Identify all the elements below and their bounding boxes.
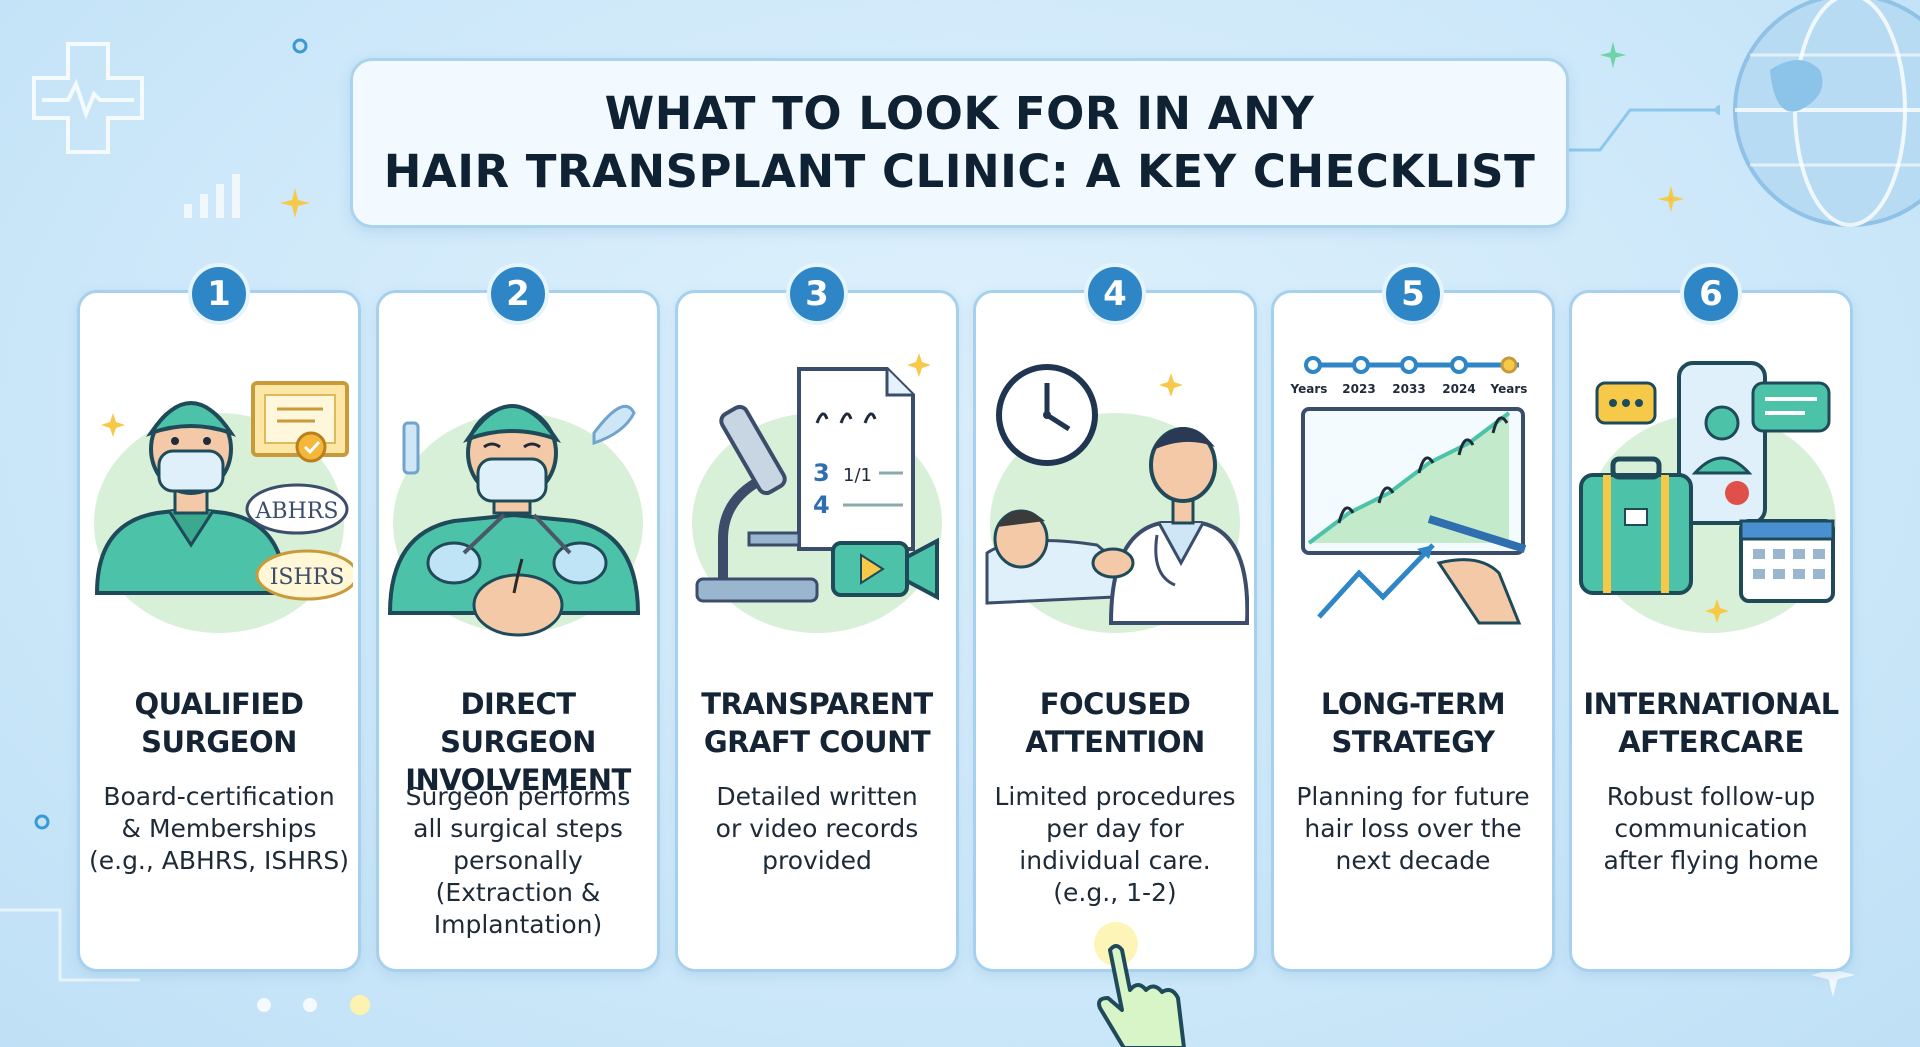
luggage-phone-icon [1579, 361, 1836, 633]
globe-icon [1733, 0, 1920, 227]
surgeon-operating-icon [387, 404, 643, 637]
sparkle-icon [1599, 41, 1627, 69]
card-description: Detailed written or video records provid… [715, 782, 919, 875]
badge-abhrs: ABHRS [255, 499, 339, 524]
signal-bars-icon [184, 174, 240, 218]
step-number-badge: 2 [487, 263, 549, 325]
step-number-badge: 4 [1084, 263, 1146, 325]
svg-text:Years: Years [1490, 382, 1528, 396]
ring-dot-decoration [292, 38, 308, 54]
checklist-card-direct-surgeon-involvement: 2 DIRECT SURGEON INVOLVEMENT Surgeon per… [376, 263, 660, 972]
card-description: Robust follow-up communication after fly… [1603, 782, 1819, 875]
checklist-card-transparent-graft-count: 3 3 4 1/1 TRANSPARENT GRAFT COUNT Detail… [675, 263, 959, 972]
checklist-card-focused-attention: 4 FOCUSED ATTENTION Limited procedures p… [973, 263, 1257, 972]
step-number-badge: 3 [786, 263, 848, 325]
checklist-card-qualified-surgeon: 1 ABHRS ISHRS QUALIFIED SURGEON Board-ce… [77, 263, 361, 972]
graft-ratio: 1/1 [843, 465, 872, 486]
card-title: QUALIFIED SURGEON [134, 687, 304, 759]
ring-dot-decoration [34, 814, 50, 830]
surgeon-certificate-icon: ABHRS ISHRS [94, 381, 353, 633]
svg-text:2024: 2024 [1442, 382, 1475, 396]
sparkle-icon [1810, 952, 1856, 998]
growth-chart-icon: Years 2023 2033 2024 Years [1290, 356, 1528, 625]
svg-text:Years: Years [1290, 382, 1328, 396]
circuit-lines-decoration [1560, 105, 1720, 152]
title-line-1: WHAT TO LOOK FOR IN ANY [604, 87, 1315, 140]
card-title: FOCUSED ATTENTION [1025, 687, 1205, 759]
doctor-patient-clock-icon [985, 364, 1249, 633]
title-banner: WHAT TO LOOK FOR IN ANY HAIR TRANSPLANT … [350, 58, 1569, 228]
step-number-badge: 6 [1680, 263, 1742, 325]
graft-number-4: 4 [813, 491, 830, 519]
card-title: LONG-TERM STRATEGY [1320, 687, 1506, 759]
card-title: DIRECT SURGEON INVOLVEMENT [405, 687, 631, 797]
card-title: INTERNATIONAL AFTERCARE [1583, 687, 1839, 759]
graft-number-3: 3 [813, 459, 830, 487]
card-description: Board-certification & Memberships (e.g.,… [88, 782, 349, 875]
microscope-document-icon: 3 4 1/1 [692, 353, 942, 633]
sparkle-icon [280, 188, 310, 218]
sparkle-icon [1657, 185, 1685, 213]
card-description: Limited procedures per day for individua… [994, 782, 1236, 907]
step-number-badge: 1 [188, 263, 250, 325]
card-description: Surgeon performs all surgical steps pers… [405, 782, 631, 939]
medical-cross-icon [32, 42, 144, 154]
glow-dots-decoration [257, 995, 370, 1015]
circuit-lines-decoration [0, 908, 140, 982]
svg-text:2033: 2033 [1392, 382, 1425, 396]
step-number-badge: 5 [1382, 263, 1444, 325]
checklist-card-international-aftercare: 6 INTERNATIONAL AFTERCARE Robust follow-… [1569, 263, 1853, 972]
badge-ishrs: ISHRS [270, 565, 345, 590]
title-line-2: HAIR TRANSPLANT CLINIC: A KEY CHECKLIST [383, 145, 1536, 198]
card-description: Planning for future hair loss over the n… [1296, 782, 1530, 875]
checklist-card-long-term-strategy: 5 Years 2023 2033 2024 Years LONG-TERM S… [1271, 263, 1555, 972]
pointing-hand-cursor-icon [1094, 922, 1186, 1047]
card-title: TRANSPARENT GRAFT COUNT [701, 687, 933, 759]
svg-text:2023: 2023 [1342, 382, 1375, 396]
